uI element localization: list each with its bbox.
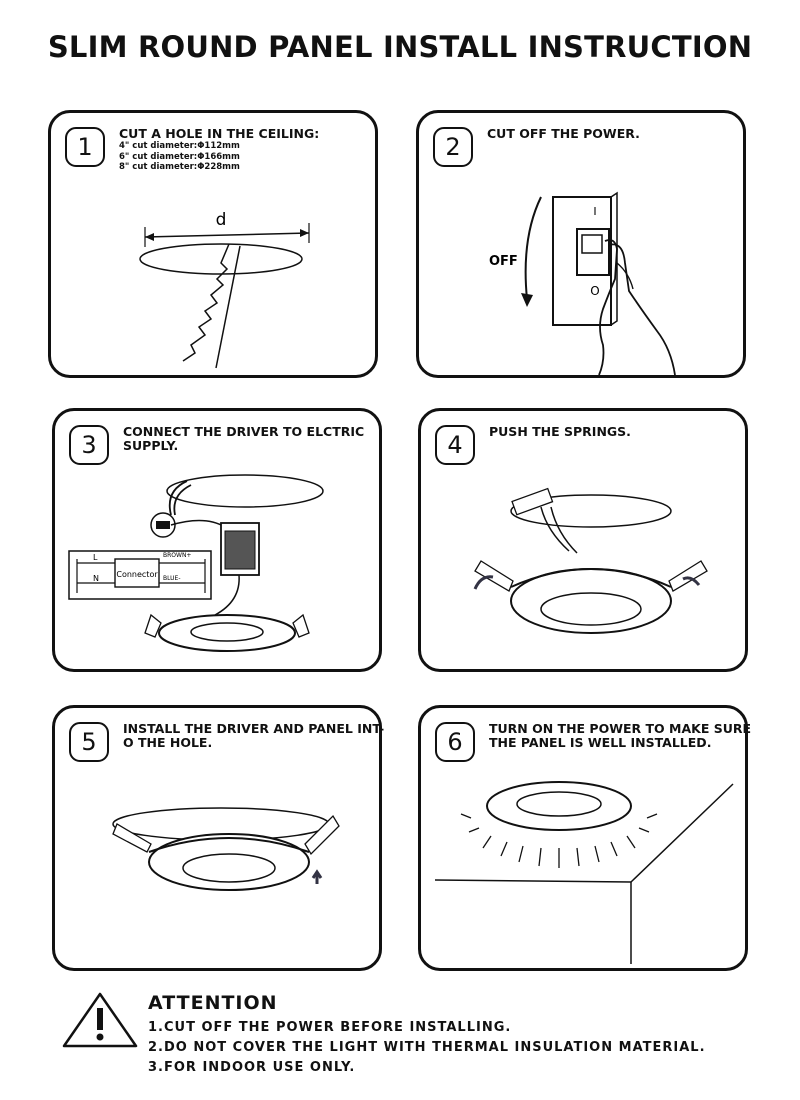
switch-on-mark: I xyxy=(593,205,596,218)
warning-triangle-icon xyxy=(62,992,138,1048)
cut-diameter-6: 6" cut diameter:Φ166mm xyxy=(119,151,240,162)
page-title: SLIM ROUND PANEL INSTALL INSTRUCTION xyxy=(47,30,753,64)
step-number: 2 xyxy=(433,127,473,167)
brown-wire-label: BROWN+ xyxy=(163,552,191,559)
step-instruction: CUT A HOLE IN THE CEILING: xyxy=(119,126,320,141)
step-6-panel: 6 TURN ON THE POWER TO MAKE SURE THE PAN… xyxy=(418,705,752,971)
step-instruction: PUSH THE SPRINGS. xyxy=(489,424,631,439)
attention-item: 2.DO NOT COVER THE LIGHT WITH THERMAL IN… xyxy=(148,1040,706,1055)
step-instruction: CUT OFF THE POWER. xyxy=(487,126,640,141)
step-number: 5 xyxy=(69,722,109,762)
off-label: OFF xyxy=(489,254,518,269)
step-instruction: TURN ON THE POWER TO MAKE SURE THE PANEL… xyxy=(489,721,752,750)
install-panel-illustration xyxy=(112,807,340,891)
step-3-panel: 3 CONNECT THE DRIVER TO ELCTRIC SUPPLY. … xyxy=(52,408,382,672)
cut-diameter-8: 8" cut diameter:Φ228mm xyxy=(119,162,240,172)
wire-n-label: N xyxy=(93,574,99,583)
attention-list: 1.CUT OFF THE POWER BEFORE INSTALLING. 2… xyxy=(148,1018,706,1078)
step-number: 1 xyxy=(65,127,105,167)
ceiling-cut-illustration: d xyxy=(139,210,310,369)
light-switch-illustration: OFF I O xyxy=(489,191,676,376)
switch-off-mark: O xyxy=(590,284,599,298)
connector-label: Connector xyxy=(116,570,158,579)
step-instruction: INSTALL THE DRIVER AND PANEL INT- O THE … xyxy=(123,721,385,750)
step-1-panel: 1 CUT A HOLE IN THE CEILING: 4" cut diam… xyxy=(48,110,378,378)
step-2-panel: 2 CUT OFF THE POWER. OFF I O xyxy=(416,110,746,378)
attention-item: 3.FOR INDOOR USE ONLY. xyxy=(148,1060,356,1075)
step-instruction: CONNECT THE DRIVER TO ELCTRIC SUPPLY. xyxy=(123,424,365,453)
attention-title: ATTENTION xyxy=(148,992,278,1014)
step-number: 6 xyxy=(435,722,475,762)
push-springs-illustration xyxy=(473,487,708,634)
step-number: 4 xyxy=(435,425,475,465)
wire-l-label: L xyxy=(93,553,98,562)
light-on-illustration xyxy=(434,781,734,964)
attention-item: 1.CUT OFF THE POWER BEFORE INSTALLING. xyxy=(148,1020,512,1035)
wiring-illustration: L N Connector BROWN+ BLUE- xyxy=(68,474,324,652)
step-4-panel: 4 PUSH THE SPRINGS. xyxy=(418,408,748,672)
cut-diameter-4: 4" cut diameter:Φ112mm xyxy=(119,141,240,151)
step-number: 3 xyxy=(69,425,109,465)
blue-wire-label: BLUE- xyxy=(163,575,181,582)
diameter-label: d xyxy=(216,210,227,230)
attention-section: ATTENTION 1.CUT OFF THE POWER BEFORE INS… xyxy=(62,988,762,1088)
cut-diameter-list: 4" cut diameter:Φ112mm 6" cut diameter:Φ… xyxy=(119,141,240,173)
step-5-panel: 5 INSTALL THE DRIVER AND PANEL INT- O TH… xyxy=(52,705,385,971)
